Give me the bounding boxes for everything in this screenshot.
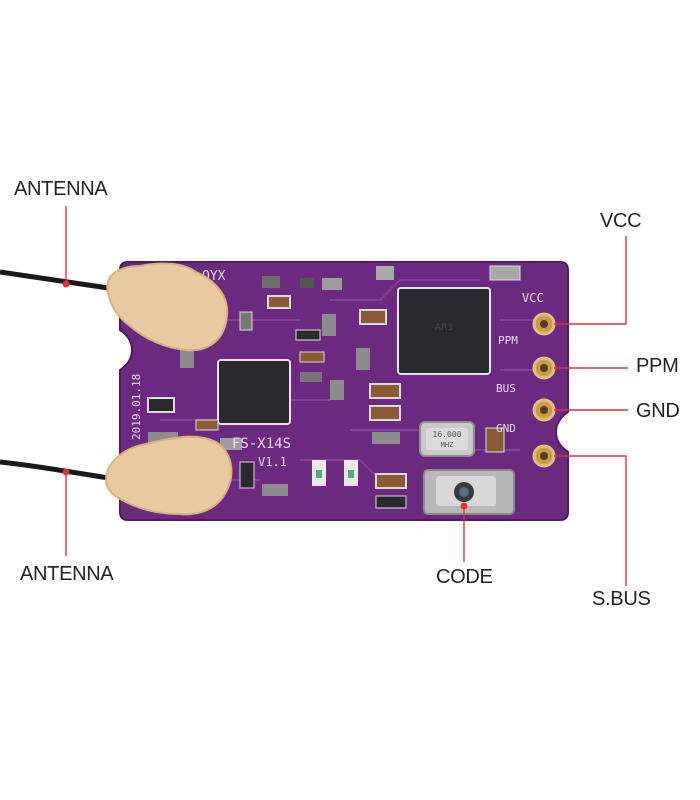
mcu-chip [397, 287, 491, 375]
pcb: AR3 16.000 MHZ [104, 261, 569, 521]
pin-pads [532, 312, 556, 468]
silk-pin-gnd: GND [496, 422, 516, 435]
silk-model: FS-X14S [232, 436, 291, 452]
leader-lines [65, 206, 628, 586]
silk-version: V1.1 [258, 455, 287, 469]
glue-blob-bottom [104, 435, 233, 516]
callout-antenna-bottom: ANTENNA [20, 563, 114, 585]
callout-ppm: PPM [636, 355, 679, 377]
callout-code: CODE [436, 566, 493, 588]
leader-dots [62, 280, 468, 510]
crystal-unit: MHZ [441, 441, 454, 449]
leader-vcc [554, 236, 627, 325]
callout-vcc: VCC [600, 210, 642, 232]
svg-text:AR3: AR3 [435, 323, 453, 333]
glue-blob-top [106, 262, 229, 352]
callout-antenna-top: ANTENNA [14, 178, 108, 200]
crystal-freq: 16.000 [433, 430, 462, 439]
callout-sbus: S.BUS [592, 588, 651, 610]
silk-pin-sbus: BUS [496, 382, 516, 395]
leader-sbus [554, 455, 627, 586]
smd-components [147, 265, 521, 509]
callout-gnd: GND [636, 400, 680, 422]
silk-pin-vcc: VCC [522, 291, 544, 305]
silk-date: 2019.01.18 [130, 374, 143, 440]
rf-chip [217, 359, 291, 425]
silk-pin-ppm: PPM [498, 334, 518, 347]
